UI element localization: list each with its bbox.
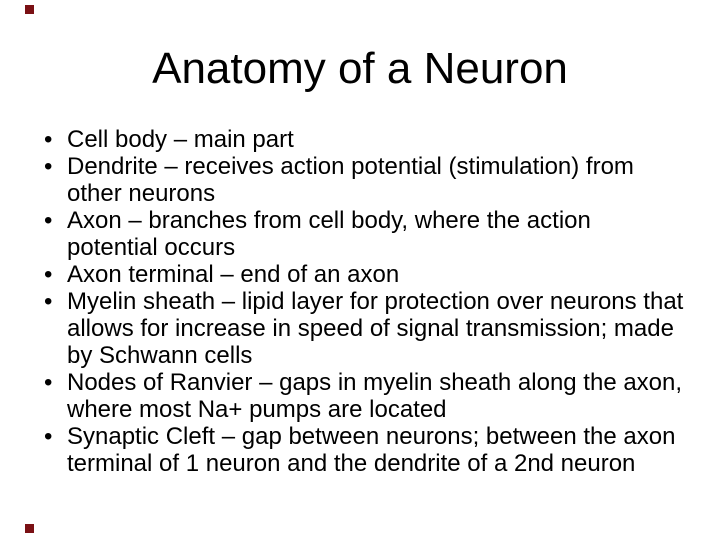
bullet-text-line: Axon – branches from cell body, where th…	[67, 207, 591, 234]
bullet-text-line: Axon terminal – end of an axon	[67, 261, 400, 288]
bullet-text-line: terminal of 1 neuron and the dendrite of…	[67, 450, 636, 477]
bullet-text-line: by Schwann cells	[67, 342, 253, 369]
bullet-icon: •	[44, 153, 53, 180]
bullet-text-line: allows for increase in speed of signal t…	[67, 315, 674, 342]
bullet-icon: •	[44, 423, 53, 450]
bullet-text-line: Cell body – main part	[67, 126, 294, 153]
bullet-text-line: Synaptic Cleft – gap between neurons; be…	[67, 423, 676, 450]
bullet-icon: •	[44, 207, 53, 234]
bullet-item: • Axon terminal – end of an axon	[44, 261, 704, 288]
bullet-icon: •	[44, 288, 53, 315]
bullet-text-line: where most Na+ pumps are located	[67, 396, 447, 423]
bullet-text-line: potential occurs	[67, 234, 236, 261]
bullet-item: • Nodes of Ranvier – gaps in myelin sheat…	[44, 369, 704, 423]
bullet-text-line: Nodes of Ranvier – gaps in myelin sheath…	[67, 369, 683, 396]
bullet-item: • Axon – branches from cell body, where t…	[44, 207, 704, 261]
bullet-icon: •	[44, 369, 53, 396]
bullet-item: • Myelin sheath – lipid layer for protect…	[44, 288, 704, 369]
slide-title: Anatomy of a Neuron	[152, 44, 568, 93]
bullet-list: • Cell body – main part • Dendrite – receiv…	[44, 126, 704, 477]
bullet-text-line: Myelin sheath – lipid layer for protecti…	[67, 288, 684, 315]
bullet-text-line: other neurons	[67, 180, 216, 207]
bullet-item: • Cell body – main part	[44, 126, 704, 153]
bullet-item: • Dendrite – receives action potential (s…	[44, 153, 704, 207]
bullet-item: • Synaptic Cleft – gap between neurons; b…	[44, 423, 704, 477]
corner-mark-bottom	[25, 524, 34, 533]
bullet-icon: •	[44, 261, 53, 288]
corner-mark-top	[25, 5, 34, 14]
bullet-text-line: Dendrite – receives action potential (st…	[67, 153, 634, 180]
bullet-icon: •	[44, 126, 53, 153]
